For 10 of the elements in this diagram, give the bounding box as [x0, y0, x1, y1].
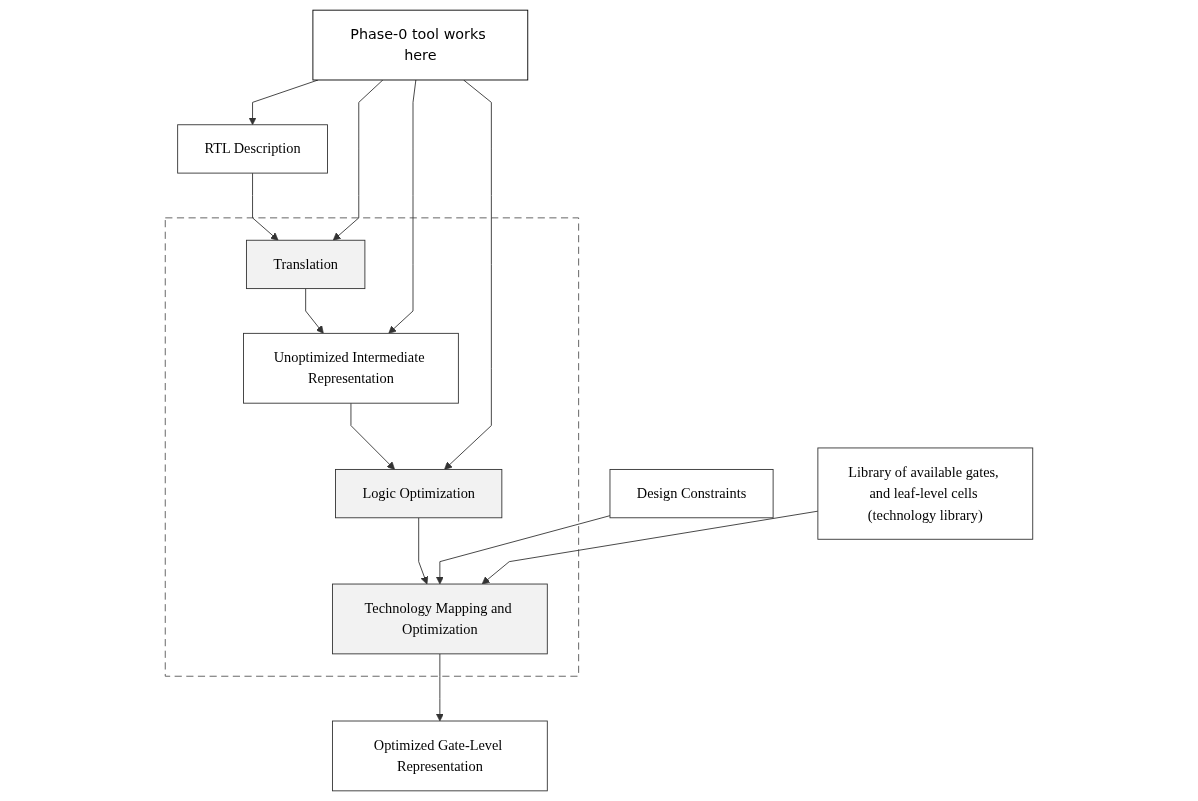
- node-box: Logic Optimization: [335, 469, 503, 519]
- cluster: [164, 217, 580, 677]
- node-box: Unoptimized Intermediate Representation: [243, 332, 459, 404]
- node-box: Design Constraints: [609, 469, 774, 519]
- node-box: Translation: [246, 239, 366, 290]
- node-box: RTL Description: [177, 124, 328, 174]
- node-box: Optimized Gate-Level Representation: [332, 720, 548, 792]
- node-box: Library of available gates, and leaf-level cells (technology library): [817, 447, 1034, 540]
- node-box: Technology Mapping and Optimization: [332, 583, 548, 655]
- node-box: Phase-0 tool works here: [312, 9, 529, 81]
